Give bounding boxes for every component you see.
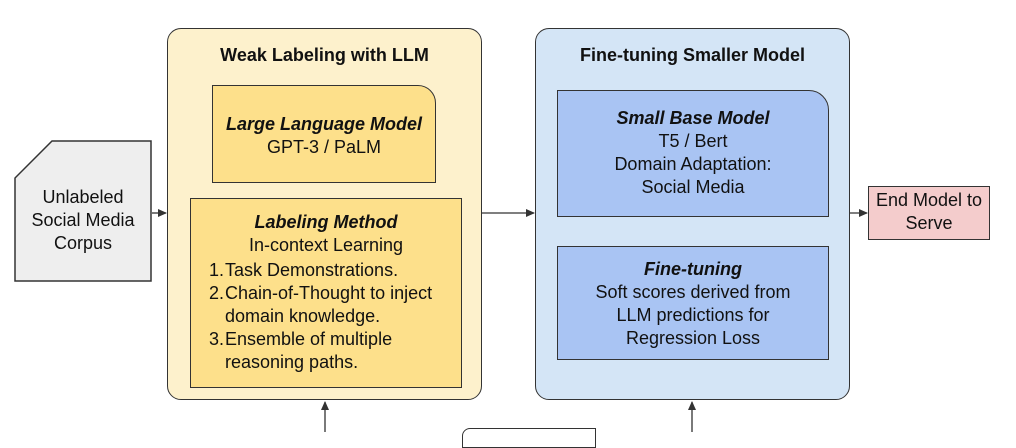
small-base-model-header: Small Base Model [616, 108, 770, 128]
fine-tuning-line: LLM predictions for [616, 305, 770, 325]
corpus-shape [14, 140, 152, 282]
list-item: 1. Task Demonstrations. [209, 260, 399, 280]
llm-header: Large Language Model [225, 114, 423, 134]
llm-box: Large Language Model GPT-3 / PaLM [212, 85, 436, 183]
list-item: 3. Ensemble of multiple reasoning paths. [209, 329, 393, 372]
fine-tuning-title: Fine-tuning Smaller Model [579, 45, 805, 65]
small-base-model-line: Social Media [641, 177, 745, 197]
small-base-model-line: Domain Adaptation: [614, 154, 772, 174]
fine-tuning-line: Soft scores derived from [595, 282, 791, 302]
weak-labeling-title: Weak Labeling with LLM [220, 45, 429, 65]
llm-line: GPT-3 / PaLM [266, 137, 382, 157]
partial-box [462, 428, 596, 448]
list-item: 2. Chain-of-Thought to inject domain kno… [209, 283, 433, 326]
fine-tuning-line: Regression Loss [625, 328, 761, 348]
corpus-label: Unlabeled Social Media Corpus [31, 187, 135, 253]
small-base-model-box: Small Base Model T5 / Bert Domain Adapta… [557, 90, 829, 217]
fine-tuning-header: Fine-tuning [644, 259, 742, 279]
labeling-method-box: Labeling Method In-context Learning 1. T… [190, 198, 462, 388]
fine-tuning-box: Fine-tuning Soft scores derived from LLM… [557, 246, 829, 360]
connectors [152, 209, 868, 432]
end-model-box: End Model to Serve [868, 186, 990, 240]
labeling-method-header: Labeling Method [254, 212, 398, 232]
small-base-model-line: T5 / Bert [658, 131, 728, 151]
labeling-method-subtitle: In-context Learning [248, 235, 404, 255]
labeling-method-list: 1. Task Demonstrations. 2. Chain-of-Thou… [191, 259, 461, 374]
